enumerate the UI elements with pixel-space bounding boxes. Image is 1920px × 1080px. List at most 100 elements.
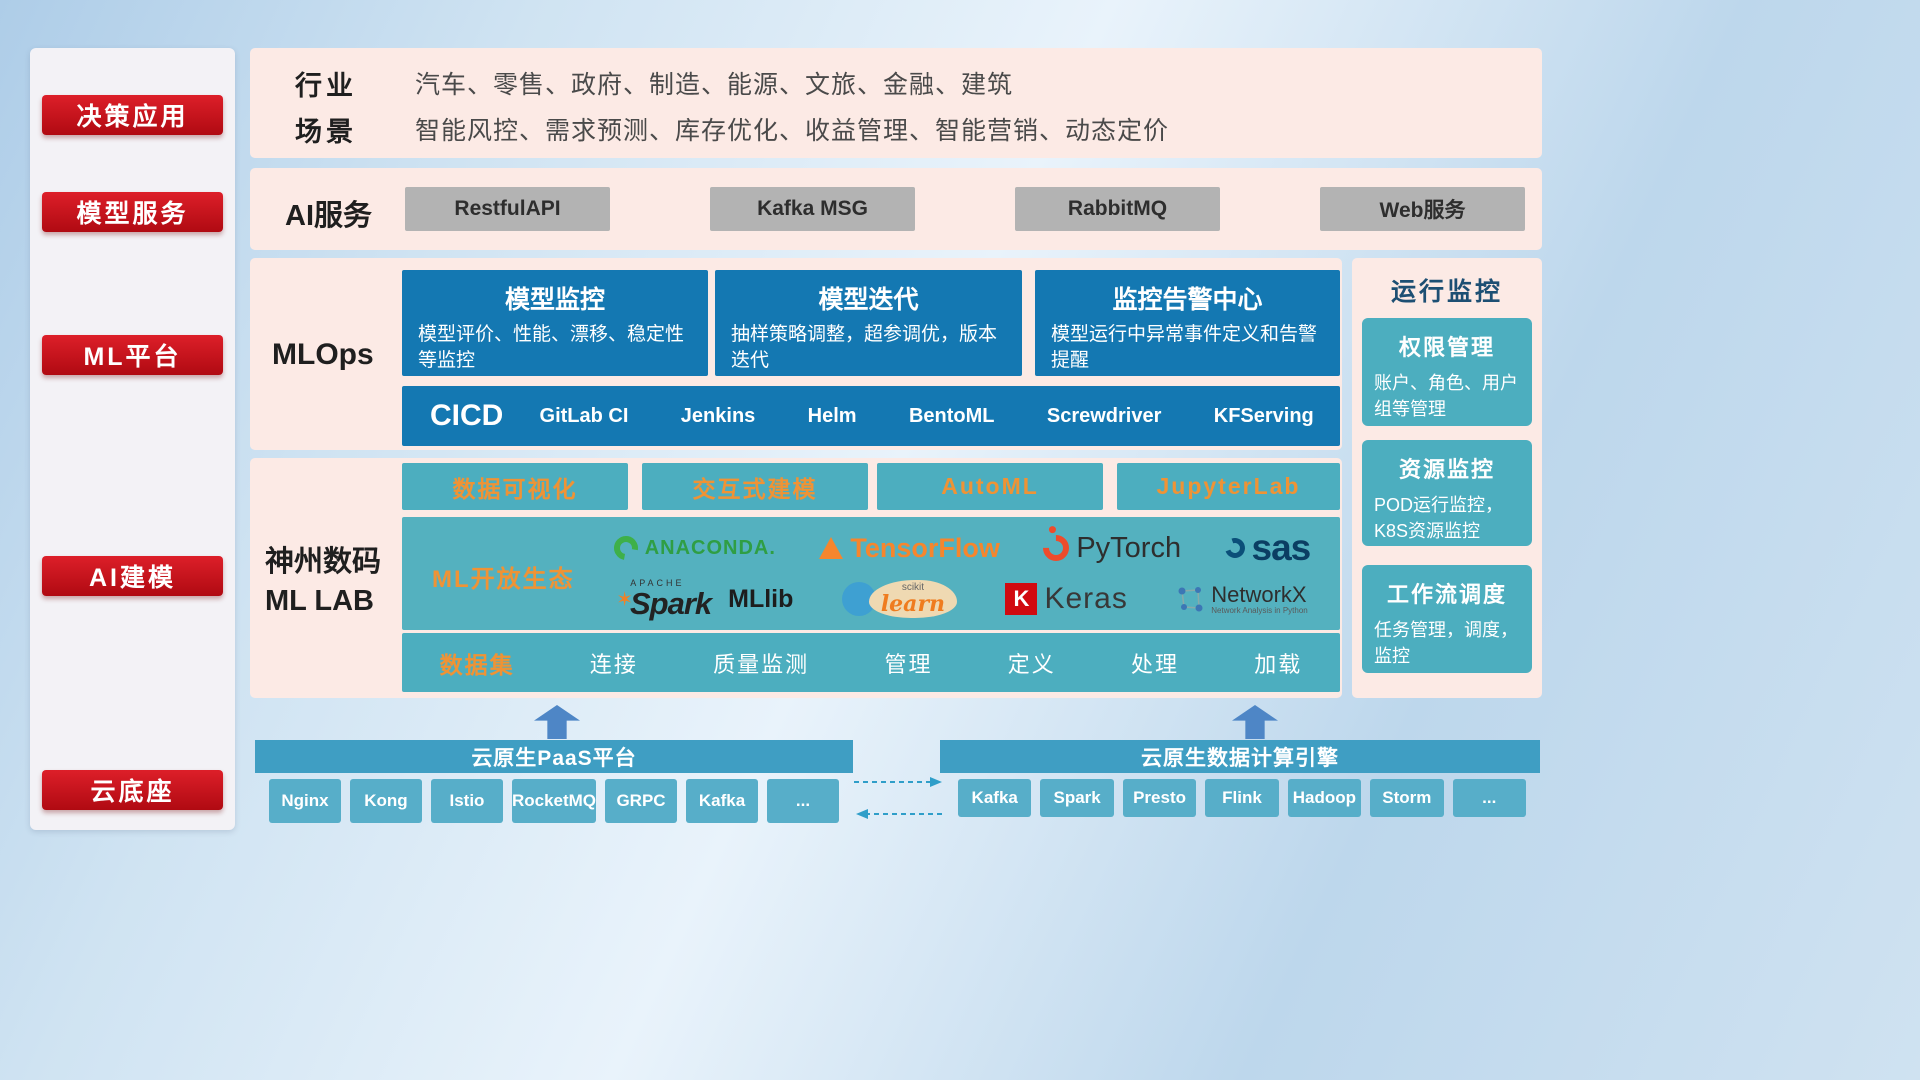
- tensorflow-logo: TensorFlow: [819, 533, 1000, 564]
- engine-more: ...: [1452, 779, 1526, 817]
- card-desc: POD运行监控，K8S资源监控: [1374, 495, 1504, 542]
- cicd-bar: CICD GitLab CI Jenkins Helm BentoML Scre…: [402, 386, 1340, 446]
- arrow-up-paas-icon: [534, 705, 580, 739]
- mllab-label-line2: ML LAB: [265, 585, 375, 618]
- card-title: 模型监控: [504, 286, 605, 314]
- tensorflow-icon: [819, 537, 844, 559]
- mllib-text: MLlib: [728, 584, 794, 613]
- card-title: 资源监控: [1398, 457, 1495, 482]
- tool-helm: Helm: [807, 404, 857, 427]
- dataset-connect: 连接: [589, 651, 638, 677]
- card-model-iteration: 模型迭代 抽样策略调整，超参调优，版本迭代: [715, 270, 1022, 376]
- apache-text: APACHE: [630, 578, 685, 588]
- ai-service-band: AI服务 RestfulAPI Kafka MSG RabbitMQ Web服务: [250, 168, 1542, 250]
- spark-logo: APACHE ✶Spark: [616, 578, 712, 620]
- paas-buttons: Nginx Kong Istio RocketMQ GRPC Kafka ...: [255, 779, 853, 823]
- dataset-load: 加载: [1254, 651, 1303, 677]
- engine-spark: Spark: [1040, 779, 1114, 817]
- paas-more: ...: [767, 779, 839, 823]
- dataset-manage: 管理: [884, 651, 933, 677]
- networkx-subtitle: Network Analysis in Python: [1211, 605, 1308, 615]
- tool-screwdriver: Screwdriver: [1046, 404, 1162, 427]
- card-desc: 账户、角色、用户组等管理: [1374, 373, 1518, 420]
- layer-ml-platform: ML平台: [42, 335, 223, 375]
- card-alert-center: 监控告警中心 模型运行中异常事件定义和告警提醒: [1035, 270, 1340, 376]
- paas-kafka: Kafka: [686, 779, 758, 823]
- keras-text: Keras: [1044, 582, 1128, 615]
- sas-icon: [1221, 534, 1248, 562]
- engine-flink: Flink: [1205, 779, 1279, 817]
- card-title: 权限管理: [1398, 335, 1495, 360]
- pytorch-dot: [1047, 524, 1058, 535]
- spark-star-icon: ✶: [616, 589, 633, 611]
- runtime-monitor-title: 运行监控: [1390, 278, 1503, 306]
- pytorch-text: PyTorch: [1076, 531, 1182, 564]
- layer-model-service: 模型服务: [42, 192, 223, 232]
- card-desc: 模型运行中异常事件定义和告警提醒: [1051, 324, 1318, 371]
- networkx-logo: NetworkX Network Analysis in Python: [1176, 582, 1308, 616]
- mlops-band: MLOps 模型监控 模型评价、性能、漂移、稳定性等监控 模型迭代 抽样策略调整…: [250, 258, 1342, 450]
- scikit-text: scikit: [901, 582, 925, 593]
- engine-storm: Storm: [1370, 779, 1444, 817]
- card-title: 工作流调度: [1386, 582, 1507, 607]
- scenario-row: 场景 智能风控、需求预测、库存优化、收益管理、智能营销、动态定价: [295, 112, 1522, 147]
- service-restfulapi: RestfulAPI: [405, 187, 610, 231]
- networkx-icon: [1178, 586, 1203, 612]
- layer-ai-modeling: AI建模: [42, 556, 223, 596]
- layer-cloud-base: 云底座: [42, 770, 223, 810]
- arrow-up-engine-icon: [1232, 705, 1278, 739]
- runtime-monitor-column: 运行监控 权限管理 账户、角色、用户组等管理 资源监控 POD运行监控，K8S资…: [1352, 258, 1542, 698]
- tool-bentoml: BentoML: [908, 404, 995, 427]
- sas-logo: sas: [1221, 527, 1311, 569]
- ecosystem-row-1: ANACONDA. TensorFlow PyTorch sas: [592, 524, 1332, 569]
- dashed-connector-icon: [854, 777, 942, 819]
- layer-sidebar: 决策应用 模型服务 ML平台 AI建模 云底座: [30, 48, 235, 830]
- scikit-learn-logo: scikit learn: [841, 580, 958, 618]
- paas-grpc: GRPC: [605, 779, 678, 823]
- anaconda-logo: ANACONDA.: [609, 531, 776, 565]
- mllab-band: 神州数码 ML LAB 数据可视化 交互式建模 AutoML JupyterLa…: [250, 458, 1342, 698]
- pytorch-icon: [1037, 524, 1075, 567]
- ai-service-label: AI服务: [285, 200, 373, 232]
- card-title: 模型迭代: [818, 286, 919, 314]
- tool-automl: AutoML: [877, 463, 1103, 510]
- spark-mllib-logo: APACHE ✶Spark MLlib: [616, 578, 794, 620]
- ecosystem-row-2: APACHE ✶Spark MLlib scikit learn K Keras: [592, 575, 1332, 623]
- paas-istio: Istio: [430, 779, 503, 823]
- spark-text: ✶Spark: [616, 588, 712, 619]
- engine-hadoop: Hadoop: [1287, 779, 1362, 817]
- paas-rocketmq: RocketMQ: [511, 779, 597, 823]
- dataset-define: 定义: [1007, 651, 1056, 677]
- anaconda-text: ANACONDA.: [644, 536, 776, 559]
- card-resource-monitor: 资源监控 POD运行监控，K8S资源监控: [1362, 440, 1532, 546]
- paas-bar-title: 云原生PaaS平台: [255, 740, 853, 773]
- engine-presto: Presto: [1122, 779, 1197, 817]
- ecosystem-label: ML开放生态: [432, 566, 575, 593]
- card-model-monitoring: 模型监控 模型评价、性能、漂移、稳定性等监控: [402, 270, 708, 376]
- service-rabbitmq: RabbitMQ: [1015, 187, 1220, 231]
- card-desc: 模型评价、性能、漂移、稳定性等监控: [418, 324, 685, 371]
- keras-logo: K Keras: [1005, 582, 1127, 616]
- tool-interactive-modeling: 交互式建模: [642, 463, 868, 510]
- pytorch-logo: PyTorch: [1037, 524, 1182, 567]
- engine-kafka: Kafka: [958, 779, 1032, 817]
- cicd-tools: GitLab CI Jenkins Helm BentoML Screwdriv…: [513, 405, 1340, 428]
- scenario-label: 场景: [295, 116, 357, 147]
- industry-text: 汽车、零售、政府、制造、能源、文旅、金融、建筑: [415, 71, 1014, 99]
- scenario-text: 智能风控、需求预测、库存优化、收益管理、智能营销、动态定价: [415, 117, 1170, 145]
- engine-bar-title: 云原生数据计算引擎: [940, 740, 1540, 773]
- mllab-label: 神州数码 ML LAB: [265, 543, 381, 621]
- tool-jupyterlab: JupyterLab: [1117, 463, 1340, 510]
- paas-kong: Kong: [349, 779, 422, 823]
- card-desc: 任务管理，调度，监控: [1374, 620, 1518, 667]
- mllab-label-line1: 神州数码: [265, 546, 382, 578]
- industry-row: 行业 汽车、零售、政府、制造、能源、文旅、金融、建筑: [295, 66, 1522, 101]
- layer-decision-apps: 决策应用: [42, 95, 223, 135]
- card-title: 监控告警中心: [1112, 286, 1263, 314]
- paas-nginx: Nginx: [269, 779, 341, 823]
- service-web: Web服务: [1320, 187, 1525, 231]
- mlops-label: MLOps: [272, 338, 374, 371]
- dataset-process: 处理: [1131, 651, 1180, 677]
- tool-gitlab-ci: GitLab CI: [539, 404, 629, 427]
